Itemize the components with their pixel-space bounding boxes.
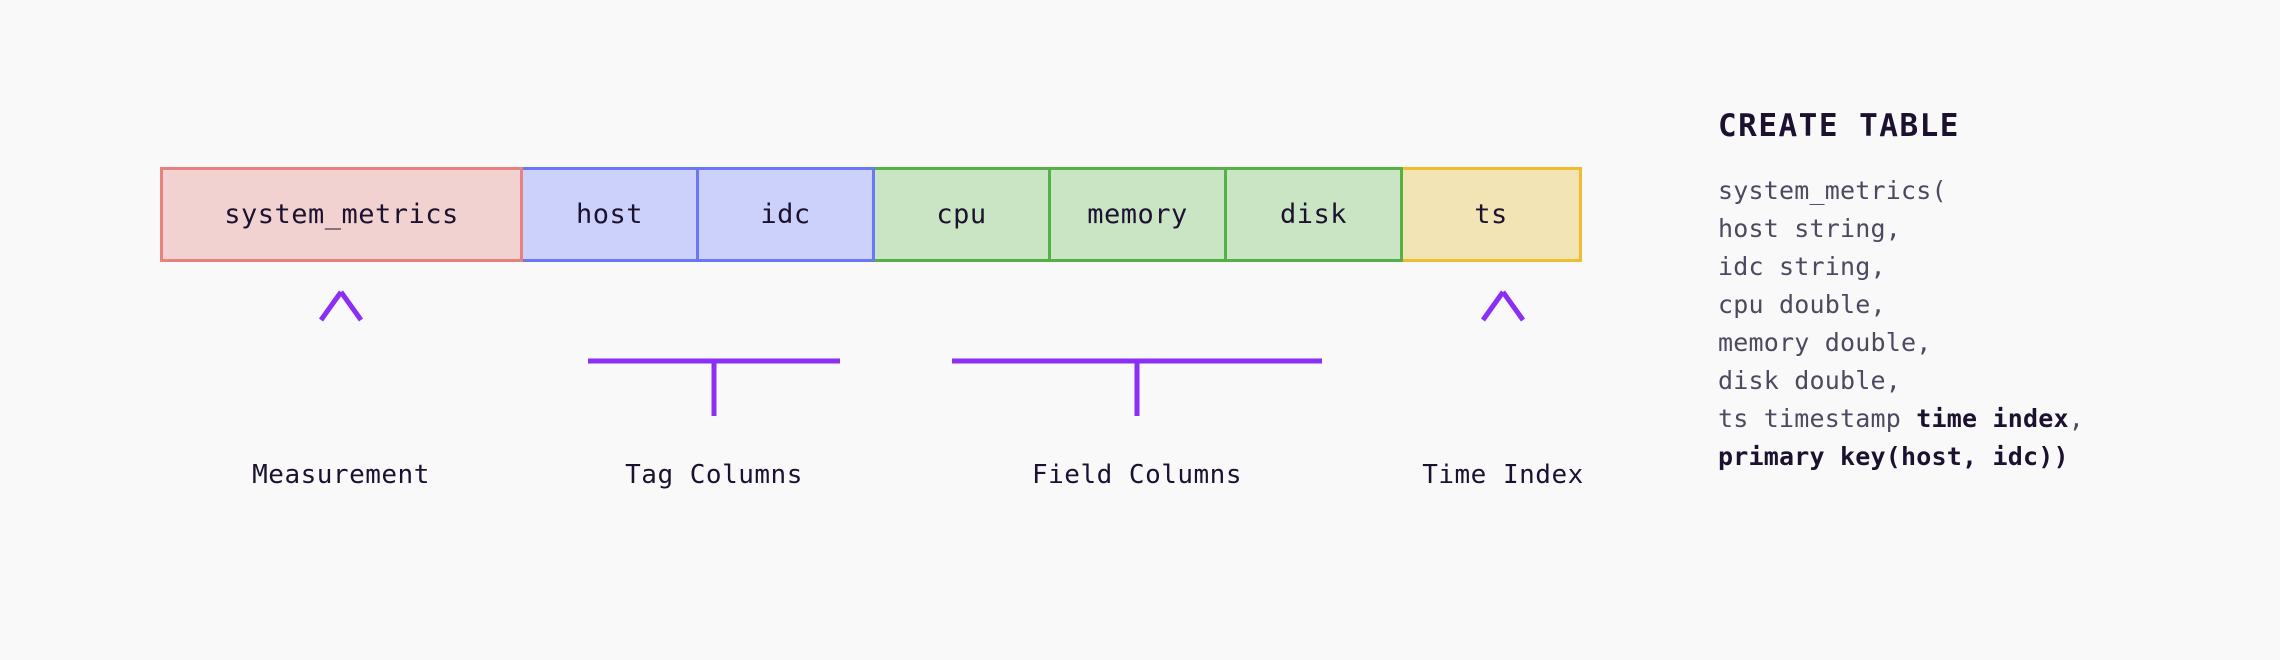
create-table-title: CREATE TABLE <box>1718 108 1960 144</box>
code-keyword-time-index: time index <box>1916 404 2069 433</box>
schema-cell-label: ts <box>1474 199 1508 230</box>
annotation-label-time-index: Time Index <box>1422 460 1584 490</box>
schema-cell-label: idc <box>760 199 811 230</box>
schema-cell-label: system_metrics <box>224 199 459 230</box>
tag-columns-bracket-icon <box>587 298 841 416</box>
schema-cell-ts[interactable]: ts <box>1400 167 1582 262</box>
annotation-label-tag-columns: Tag Columns <box>625 460 803 490</box>
code-line-primary-key: primary key(host, idc)) <box>1718 442 2069 471</box>
code-line: system_metrics( <box>1718 176 1947 205</box>
code-text: ts timestamp <box>1718 404 1917 433</box>
code-line-time-index: ts timestamp time index, <box>1718 400 2238 438</box>
code-line: cpu double, <box>1718 290 1886 319</box>
schema-cell-host[interactable]: host <box>520 167 699 262</box>
schema-cell-system-metrics[interactable]: system_metrics <box>160 167 523 262</box>
schema-cell-label: disk <box>1279 199 1348 230</box>
code-line: disk double, <box>1718 366 1902 395</box>
code-line: idc string, <box>1718 252 1886 281</box>
annotation-label-measurement: Measurement <box>252 460 430 490</box>
schema-row: system_metrics host idc cpu memory disk … <box>160 167 1582 262</box>
annotation-label-field-columns: Field Columns <box>1032 460 1242 490</box>
schema-cell-label: cpu <box>936 199 987 230</box>
create-table-panel: CREATE TABLE system_metrics( host string… <box>1718 108 2238 476</box>
code-line: host string, <box>1718 214 1902 243</box>
schema-cell-memory[interactable]: memory <box>1048 167 1227 262</box>
schema-cell-cpu[interactable]: cpu <box>872 167 1051 262</box>
field-columns-bracket-icon <box>951 298 1323 416</box>
measurement-arrow-icon <box>318 290 364 405</box>
schema-cell-label: memory <box>1087 199 1188 230</box>
schema-cell-label: host <box>575 199 644 230</box>
schema-cell-disk[interactable]: disk <box>1224 167 1403 262</box>
code-line: memory double, <box>1718 328 1932 357</box>
code-text-suffix: , <box>2068 404 2085 433</box>
time-index-arrow-icon <box>1480 290 1526 405</box>
schema-cell-idc[interactable]: idc <box>696 167 875 262</box>
